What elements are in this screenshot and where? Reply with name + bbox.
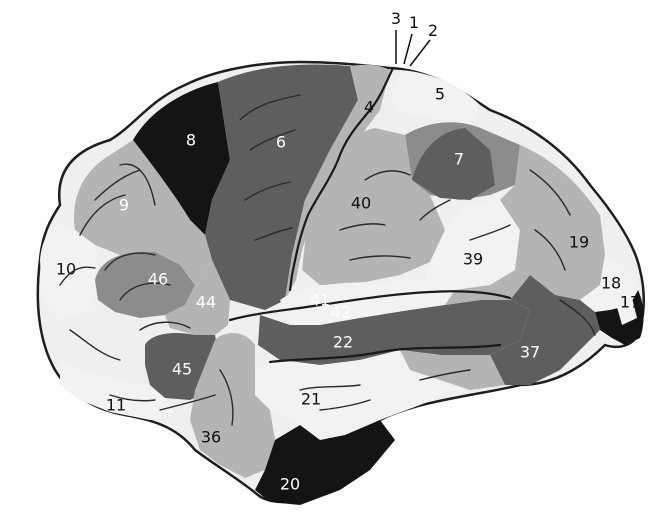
area-label-41: 41 [310, 291, 330, 310]
lateral-sulcus [228, 290, 512, 322]
area-label-20: 20 [280, 475, 300, 494]
gyral-line [59, 94, 596, 426]
area-label-40: 40 [351, 194, 371, 213]
area-9-region [74, 140, 212, 275]
top-label-2: 2 [428, 21, 438, 40]
area-label-10: 10 [56, 260, 76, 279]
top-label-1: 1 [409, 13, 419, 32]
area-label-18: 18 [601, 274, 621, 293]
area-label-45: 45 [172, 360, 192, 379]
area-label-6: 6 [276, 133, 286, 152]
area-37-light-band [445, 270, 530, 305]
area-17-white-patch [615, 298, 637, 325]
area-37-region [490, 275, 600, 385]
area-19-region [500, 145, 605, 300]
area-8-region [133, 82, 230, 235]
area-6-region [205, 64, 358, 310]
area-label-4: 4 [364, 98, 374, 117]
area-label-7: 7 [454, 150, 464, 169]
area-label-19: 19 [569, 233, 589, 252]
area-46-region [95, 251, 195, 318]
area-label-46: 46 [148, 270, 168, 289]
area-4-region [285, 64, 390, 300]
area-label-42: 42 [331, 303, 351, 322]
area-label-36: 36 [201, 428, 221, 447]
area-label-5: 5 [435, 85, 445, 104]
area-10-region [40, 224, 100, 320]
area-21-gray-band [400, 350, 505, 390]
area-label-9: 9 [119, 196, 129, 215]
area-label-22: 22 [333, 333, 353, 352]
area-label-44: 44 [196, 293, 216, 312]
top-leader-lines [395, 30, 431, 67]
area-label-21: 21 [301, 390, 321, 409]
area-11-region [60, 360, 175, 420]
area-18-region [580, 255, 638, 312]
area-label-8: 8 [186, 131, 196, 150]
area-5-region [390, 70, 480, 125]
area-label-11: 11 [106, 396, 126, 415]
area-label-37: 37 [520, 343, 540, 362]
area-39-region [425, 200, 520, 290]
area-label-39: 39 [463, 250, 483, 269]
area-41-42-region [280, 280, 455, 325]
area-44-region [165, 260, 230, 335]
superior-temporal-sulcus [268, 343, 502, 364]
area-20-region [255, 420, 395, 505]
central-sulcus [288, 66, 395, 292]
area-7-dark-region [412, 128, 495, 200]
top-label-3: 3 [391, 9, 401, 28]
area-22-region [258, 300, 530, 365]
area-40-region [302, 128, 445, 285]
area-label-17: 17 [620, 293, 640, 312]
